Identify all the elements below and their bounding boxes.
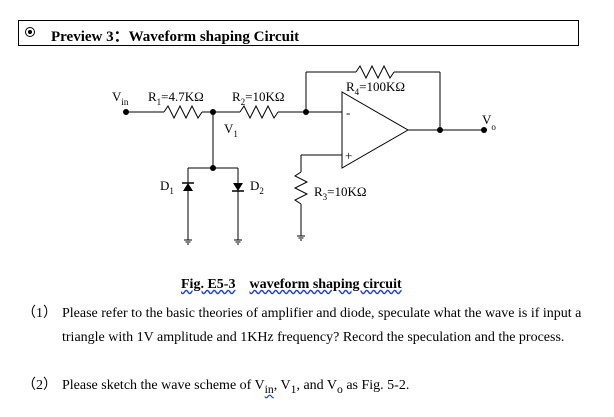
label-vo: Vo (482, 112, 496, 132)
label-minus: - (346, 105, 350, 120)
resistor-r3 (293, 171, 309, 205)
label-r2: R2=10KΩ (232, 89, 285, 107)
ground-symbol-d2 (234, 239, 242, 245)
question-2-text: Please sketch the wave scheme of Vin, V1… (62, 378, 410, 396)
label-v1: V1 (224, 121, 238, 139)
question-2-number: （2） (22, 378, 57, 393)
diode-d1 (183, 183, 193, 191)
vin-node (123, 109, 129, 115)
label-r1: R1=4.7KΩ (148, 89, 204, 107)
resistor-r4 (355, 64, 395, 80)
vo-node (481, 127, 487, 133)
ground-symbol-d1 (184, 239, 192, 245)
question-1-number: （1） (22, 306, 57, 321)
resistor-r1 (163, 104, 203, 120)
op-amp (341, 91, 410, 169)
caption-gap (235, 277, 249, 292)
label-r4: R4=100KΩ (346, 79, 405, 97)
resistor-r2 (239, 104, 279, 120)
label-plus: + (345, 148, 352, 163)
label-d2: D2 (250, 178, 264, 196)
preview-title: Preview 3：Waveform shaping Circuit (51, 29, 300, 45)
feedback-node-left (303, 109, 309, 115)
label-d1: D1 (160, 178, 174, 196)
diode-branch-node (210, 165, 216, 171)
caption-prefix: Fig. E5-3 (181, 277, 236, 292)
diode-d2 (233, 183, 243, 191)
feedback-node-right (437, 127, 443, 133)
ground-symbol-r3 (297, 235, 305, 241)
label-r3: R3=10KΩ (314, 184, 367, 202)
bullet-icon (25, 27, 35, 37)
preview-header-box: Preview 3：Waveform shaping Circuit (18, 20, 579, 46)
waveform-shaping-circuit-diagram: Vin R1=4.7KΩ R2=10KΩ R4=100KΩ V1 - + Vo … (112, 64, 496, 245)
question-1-text: Please refer to the basic theories of am… (62, 306, 582, 345)
figure-caption: Fig. E5-3 waveform shaping circuit (181, 277, 402, 293)
r1-r2-node (210, 109, 216, 115)
caption-suffix: waveform shaping circuit (249, 277, 402, 292)
label-vin: Vin (112, 89, 129, 107)
